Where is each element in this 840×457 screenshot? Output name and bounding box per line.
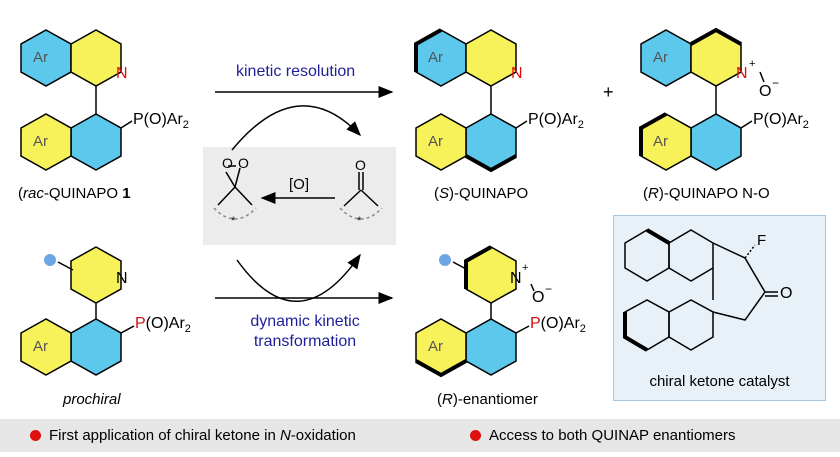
plus-sign: + xyxy=(603,82,614,102)
naphthyl-ring xyxy=(70,113,122,171)
negative-charge: − xyxy=(545,282,553,296)
ar-label: Ar xyxy=(33,49,48,66)
ketone-oxygen: O xyxy=(355,157,366,173)
dioxirane-oxygen: O xyxy=(238,155,249,171)
pyridine-ring xyxy=(70,29,122,87)
positive-charge: + xyxy=(749,58,756,70)
reaction-scheme xyxy=(20,27,778,378)
phosphine-label: P(O)Ar2 xyxy=(135,315,191,336)
oxide-oxygen-label: O xyxy=(532,289,545,306)
kinetic-resolution-label: kinetic resolution xyxy=(236,63,356,80)
ar-label: Ar xyxy=(33,133,48,150)
dynamic-transformation-label-line2: transformation xyxy=(253,333,357,350)
stereocenter-star: * xyxy=(357,215,362,227)
nitrogen-label: N xyxy=(116,65,128,82)
s-quinapo-structure xyxy=(414,28,528,173)
catalyst-structure xyxy=(623,228,778,352)
catalytic-cycle-arrow xyxy=(231,105,362,151)
r-quinapo-n-oxide-structure xyxy=(639,27,765,171)
r-enantiomer-structure xyxy=(415,245,535,378)
phosphine-label: P(O)Ar2 xyxy=(530,315,586,336)
prochiral-label: prochiral xyxy=(63,391,121,408)
summary-point-1: First application of chiral ketone in N-… xyxy=(30,427,356,445)
oxide-oxygen-label: O xyxy=(759,83,772,100)
aryl-ring xyxy=(20,113,72,171)
catalytic-cycle-arrow xyxy=(236,253,361,302)
r-enantiomer-label: (R)-enantiomer xyxy=(437,391,538,408)
stereocenter-star: * xyxy=(231,215,236,227)
nitrogen-label: N xyxy=(736,65,748,82)
ar-label: Ar xyxy=(653,133,668,150)
substituent-dot xyxy=(44,254,56,266)
nitrogen-label: N xyxy=(511,65,523,82)
phosphine-oxide-label: P(O)Ar2 xyxy=(528,111,584,132)
nitrogen-label: N xyxy=(510,270,522,287)
negative-charge: − xyxy=(772,76,780,90)
dioxirane-structure xyxy=(213,165,257,220)
prochiral-structure xyxy=(20,246,135,376)
summary-footer: First application of chiral ketone in N-… xyxy=(0,419,840,452)
ar-label: Ar xyxy=(428,133,443,150)
ketone-structure xyxy=(339,172,383,220)
phosphine-oxide-label: P(O)Ar2 xyxy=(753,111,809,132)
fluorine-label: F xyxy=(757,232,767,249)
rac-quinapo-structure xyxy=(20,29,133,171)
substituent-dot xyxy=(439,254,451,266)
s-quinapo-label: (S)-QUINAPO xyxy=(434,185,529,202)
ketone-oxygen-label: O xyxy=(780,285,793,302)
phosphine-oxide-label: P(O)Ar2 xyxy=(133,111,189,132)
ar-label: Ar xyxy=(428,338,443,355)
positive-charge: + xyxy=(522,262,529,274)
summary-point-2: Access to both QUINAP enantiomers xyxy=(470,427,736,445)
ar-label: Ar xyxy=(653,49,668,66)
rac-quinapo-label: (rac-QUINAPO 1 xyxy=(18,185,131,202)
nitrogen-label: N xyxy=(116,270,128,287)
ar-label: Ar xyxy=(428,49,443,66)
oxidant-panel xyxy=(203,147,396,245)
r-quinapo-n-oxide-label: (R)-QUINAPO N-O xyxy=(643,185,770,202)
oxidant-label: [O] xyxy=(289,176,310,193)
bullet-dot-icon xyxy=(470,430,481,441)
catalyst-label: chiral ketone catalyst xyxy=(649,373,790,390)
dioxirane-oxygen: O xyxy=(222,155,233,171)
ar-label: Ar xyxy=(33,338,48,355)
dynamic-transformation-label-line1: dynamic kinetic xyxy=(250,313,360,330)
bullet-dot-icon xyxy=(30,430,41,441)
